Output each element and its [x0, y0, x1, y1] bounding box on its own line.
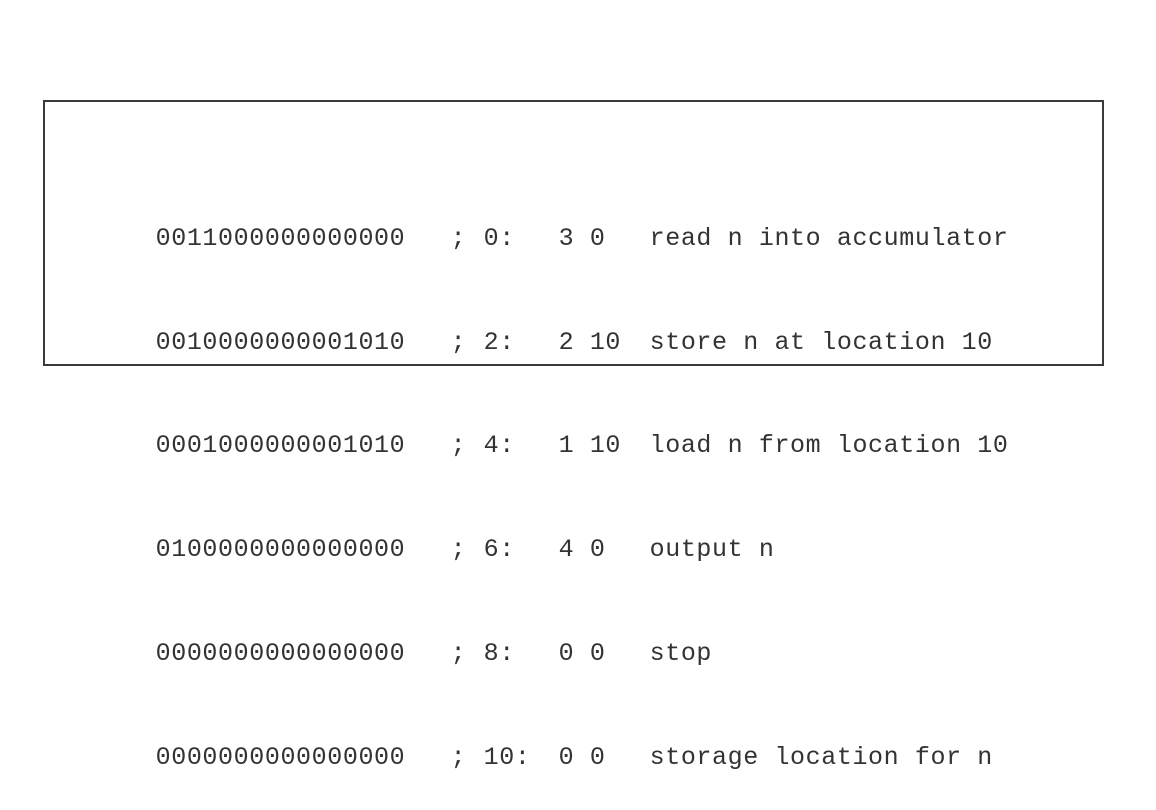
code-listing-box: 0011000000000000; 0: 3 0 read n into accumu…: [43, 100, 1104, 772]
comment-separator: ;: [450, 431, 467, 461]
machine-code: 0001000000001010: [155, 431, 406, 461]
comment: read n into accumulator: [649, 223, 1009, 253]
code-line: 0010000000001010; 2: 2 10 store n at locati…: [62, 291, 1008, 357]
comment: store n at location 10: [649, 327, 993, 357]
address: 10:: [483, 742, 531, 772]
machine-code: 0000000000000000: [155, 742, 406, 772]
address: 4:: [483, 431, 515, 461]
address: 2:: [483, 327, 515, 357]
code-line: 0001000000001010; 4: 1 10 load n from locat…: [62, 395, 1008, 460]
machine-code: 0011000000000000: [155, 223, 406, 253]
comment: output n: [649, 535, 775, 565]
code-line: 0000000000000000; 10: 0 0 storage location …: [62, 706, 1008, 772]
comment-separator: ;: [450, 327, 467, 357]
comment-separator: ;: [450, 223, 467, 253]
instruction: 4 0: [558, 535, 606, 565]
comment: stop: [649, 638, 713, 668]
comment-separator: ;: [450, 742, 467, 772]
code-listing: 0011000000000000; 0: 3 0 read n into accumu…: [62, 118, 1008, 810]
code-line: 0011000000000000; 0: 3 0 read n into accumu…: [62, 187, 1008, 253]
comment-separator: ;: [450, 535, 467, 565]
instruction: 3 0: [558, 223, 606, 253]
machine-code: 0010000000001010: [155, 327, 406, 357]
comment: load n from location 10: [649, 431, 1009, 461]
comment-separator: ;: [450, 638, 467, 668]
instruction: 1 10: [558, 431, 622, 461]
comment: storage location for n: [649, 742, 993, 772]
instruction: 0 0: [558, 742, 606, 772]
address: 6:: [483, 535, 515, 565]
code-line: 0100000000000000; 6: 4 0 output n: [62, 499, 1008, 564]
machine-code: 0000000000000000: [155, 638, 406, 668]
code-line: 0000000000000000; 8: 0 0 stop: [62, 602, 1008, 668]
machine-code: 0100000000000000: [155, 535, 406, 565]
address: 0:: [483, 223, 515, 253]
instruction: 0 0: [558, 638, 606, 668]
address: 8:: [483, 638, 515, 668]
instruction: 2 10: [558, 327, 622, 357]
